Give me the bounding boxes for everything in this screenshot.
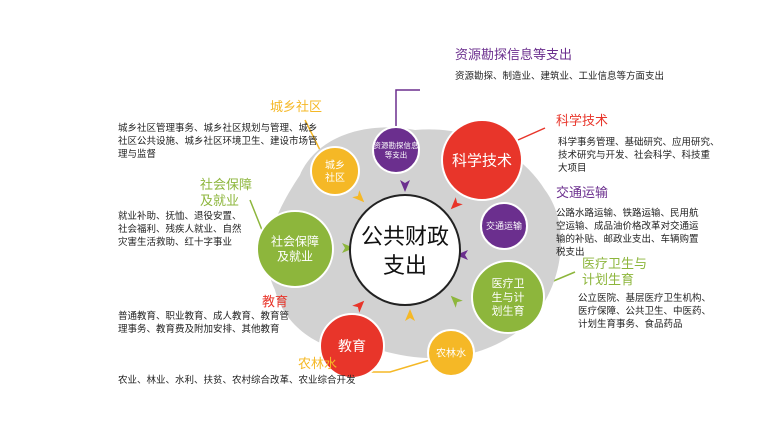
resource-bubble-text: 等支出 — [385, 149, 408, 159]
urban-description: 城乡社区管理事务、城乡社区规划与管理、城乡社区公共设施、城乡社区环境卫生、建设市… — [118, 122, 328, 161]
social-bubble-circle — [256, 210, 334, 288]
edu-description-line: 普通教育、职业教育、成人教育、教育管 — [118, 311, 290, 322]
transport-description-line: 输的补贴、邮政业支出、车辆购置 — [556, 234, 699, 245]
science-bubble-circle — [441, 119, 523, 201]
health-bubble-text: 生与计 — [492, 290, 525, 304]
social-bubble-text: 及就业 — [277, 250, 313, 264]
urban-connector — [304, 119, 321, 151]
urban-description-line: 社区公共设施、城乡社区环境卫生、建设市场管 — [118, 136, 318, 147]
social-description-line: 就业补助、抚恤、退役安置、 — [118, 211, 242, 222]
urban-title: 城乡社区 — [270, 100, 322, 116]
science-connector — [517, 127, 546, 141]
health-bubble-text: 划生育 — [492, 304, 525, 318]
resource-bubble-text: 资源勘探信息 — [374, 140, 419, 150]
urban-bubble-text: 城乡 — [325, 159, 345, 171]
center-node: 公共财政 支出 — [349, 194, 461, 306]
science-title-line: 科学技术 — [556, 114, 609, 129]
resource-connector — [395, 89, 420, 126]
transport-title: 交通运输 — [556, 186, 608, 202]
urban-title-line: 城乡社区 — [270, 100, 323, 115]
urban-description-line: 理与监督 — [118, 149, 157, 160]
urban-bubble-circle — [310, 146, 360, 196]
agri-title-line: 农林水 — [298, 357, 338, 372]
urban-bubble: 城乡社区 — [310, 146, 360, 196]
agri-title: 农林水 — [298, 357, 337, 373]
health-description: 公立医院、基层医疗卫生机构、医疗保障、公共卫生、中医药、计划生育事务、食品药品 — [578, 292, 772, 331]
health-description-line: 医疗保障、公共卫生、中医药、 — [578, 306, 712, 317]
edu-description: 普通教育、职业教育、成人教育、教育管理事务、教育费及附加安排、其他教育 — [118, 310, 308, 336]
health-bubble-text: 医疗卫 — [492, 276, 525, 290]
agri-description: 农业、林业、水利、扶贫、农村综合改革、农业综合开发 — [118, 374, 418, 387]
social-description-line: 灾害生活救助、红十字事业 — [118, 237, 233, 248]
edu-bubble: 教育 — [319, 313, 385, 379]
arrow-icon — [342, 243, 354, 253]
transport-bubble-text: 交通运输 — [486, 220, 522, 232]
agri-bubble-text: 农林水 — [436, 347, 466, 360]
resource-bubble-circle — [372, 126, 420, 174]
social-title-line: 及就业 — [200, 194, 240, 209]
arrow-icon — [450, 197, 463, 210]
edu-description-line: 理事务、教育费及附加安排、其他教育 — [118, 324, 280, 335]
center-title-line2: 支出 — [383, 254, 427, 279]
science-bubble-text: 科学技术 — [452, 151, 512, 169]
health-description-line: 计划生育事务、食品药品 — [578, 319, 683, 330]
arrow-icon — [352, 300, 365, 313]
urban-description-line: 城乡社区管理事务、城乡社区规划与管理、城乡 — [118, 123, 318, 134]
science-title: 科学技术 — [556, 114, 608, 130]
science-description-line: 技术研究与开发、社会科学、科技重 — [558, 150, 711, 161]
science-description-line: 科学事务管理、基础研究、应用研究、 — [558, 137, 720, 148]
transport-description-line: 空运输、成品油价格改革对交通运 — [556, 221, 699, 232]
arrow-icon — [405, 309, 415, 321]
arrow-icon — [450, 295, 463, 308]
edu-bubble-circle — [319, 313, 385, 379]
transport-bubble-circle — [480, 202, 528, 250]
health-title: 医疗卫生与计划生育 — [582, 257, 647, 289]
social-title-line: 社会保障 — [200, 178, 253, 193]
transport-bubble: 交通运输 — [480, 202, 528, 250]
science-description-line: 大项目 — [558, 163, 587, 174]
science-bubble: 科学技术 — [441, 119, 523, 201]
arrow-icon — [352, 190, 365, 203]
resource-title-line: 资源勘探信息等支出 — [455, 48, 573, 63]
edu-title-line: 教育 — [262, 295, 289, 310]
arrow-icon — [456, 250, 468, 260]
center-title-line1: 公共财政 — [361, 225, 449, 250]
center-circle — [349, 194, 461, 306]
health-bubble-circle — [471, 260, 545, 334]
social-description-line: 社会福利、残疾人就业、自然 — [118, 224, 242, 235]
resource-title: 资源勘探信息等支出 — [455, 48, 572, 64]
resource-description-line: 资源勘探、制造业、建筑业、工业信息等方面支出 — [455, 71, 665, 82]
agri-bubble-circle — [427, 329, 475, 377]
arrow-icon — [400, 180, 410, 192]
transport-description-line: 公路水路运输、铁路运输、民用航 — [556, 208, 699, 219]
urban-bubble-text: 社区 — [325, 171, 345, 184]
science-description: 科学事务管理、基础研究、应用研究、技术研究与开发、社会科学、科技重大项目 — [558, 136, 728, 175]
health-title-line: 计划生育 — [582, 273, 635, 288]
edu-bubble-text: 教育 — [338, 339, 366, 355]
transport-title-line: 交通运输 — [556, 186, 609, 201]
resource-description: 资源勘探、制造业、建筑业、工业信息等方面支出 — [455, 70, 755, 83]
social-bubble-text: 社会保障 — [271, 234, 319, 249]
agri-bubble: 农林水 — [427, 329, 475, 377]
edu-title: 教育 — [262, 295, 288, 311]
transport-description-line: 税支出 — [556, 247, 585, 258]
arrow-group — [342, 180, 468, 321]
social-title: 社会保障及就业 — [200, 178, 252, 210]
health-description-line: 公立医院、基层医疗卫生机构、 — [578, 293, 712, 304]
agri-description-line: 农业、林业、水利、扶贫、农村综合改革、农业综合开发 — [118, 375, 356, 386]
social-connector — [249, 199, 263, 231]
health-title-line: 医疗卫生与 — [582, 257, 648, 272]
resource-bubble: 资源勘探信息等支出 — [372, 126, 420, 174]
transport-description: 公路水路运输、铁路运输、民用航空运输、成品油价格改革对交通运输的补贴、邮政业支出… — [556, 207, 726, 259]
social-description: 就业补助、抚恤、退役安置、社会福利、残疾人就业、自然灾害生活救助、红十字事业 — [118, 210, 288, 249]
